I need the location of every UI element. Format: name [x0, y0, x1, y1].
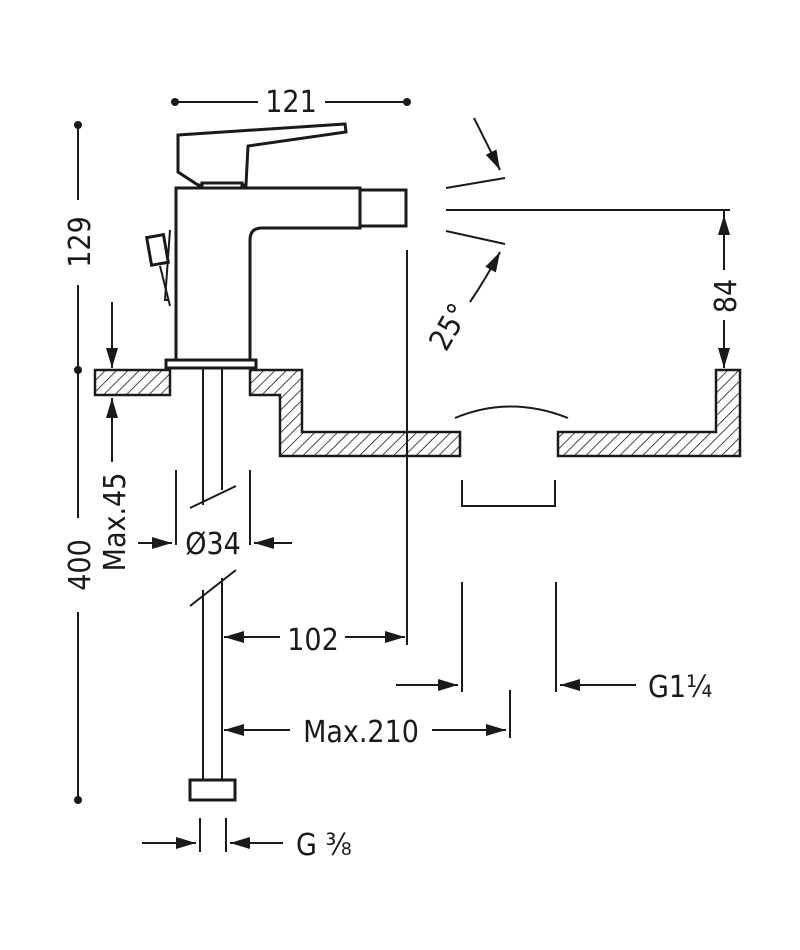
dim-max-thickness-label: Max.45 [98, 473, 133, 572]
supply-thread-frac: ⅜ [326, 828, 352, 863]
dim-left-vertical: 129 400 [63, 121, 98, 804]
drain-thread-main: G1 [648, 670, 686, 705]
dim-spout-reach: 102 [224, 250, 408, 658]
spray-angle-label: 25° [423, 298, 477, 357]
dim-width-top-label: 121 [265, 85, 317, 120]
dim-hole-diameter: Ø34 [138, 527, 292, 562]
dim-max-reach-label: Max.210 [303, 715, 419, 750]
dim-spray-height: 84 [709, 210, 744, 368]
supply-hoses [175, 368, 251, 802]
dim-drain-thread-label: G1¼ [648, 670, 712, 705]
dim-height-400-label: 400 [63, 539, 98, 591]
dim-max-reach: Max.210 [224, 690, 511, 750]
dim-height-129-label: 129 [63, 216, 98, 268]
dim-drain-thread: G1¼ [396, 582, 712, 705]
dim-supply-thread-label: G ⅜ [296, 828, 352, 863]
faucet-body [144, 122, 408, 370]
dim-max-thickness: Max.45 [98, 302, 133, 571]
dim-supply-thread: G ⅜ [142, 818, 352, 863]
drain-thread-frac: ¼ [686, 670, 712, 705]
dim-spray-height-label: 84 [709, 279, 744, 313]
countertop-section [93, 368, 742, 507]
dim-hole-diameter-label: Ø34 [185, 527, 241, 562]
spray-lines: 25° [423, 117, 730, 357]
supply-thread-main: G [296, 828, 326, 863]
dim-width-top: 121 [171, 85, 411, 120]
dim-spout-reach-label: 102 [287, 623, 339, 658]
